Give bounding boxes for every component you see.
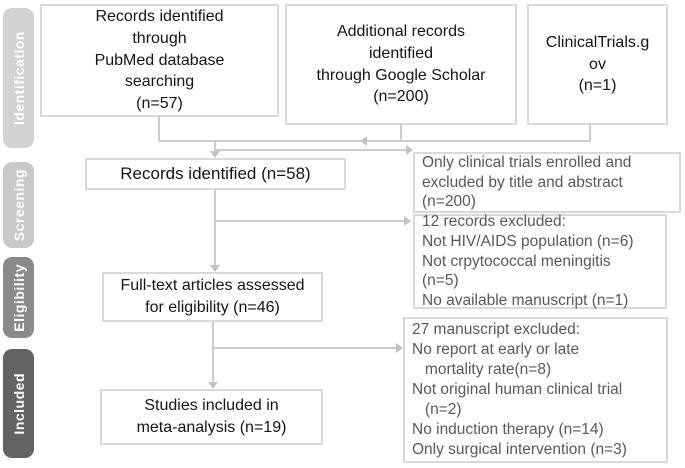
arrowhead-into-title-note-icon [406,145,413,155]
note-title-abstract-text: Only clinical trials enrolled and exclud… [422,153,632,211]
stage-identification-label: Identification [10,30,27,126]
arrowhead-into-12-excluded-icon [404,216,411,226]
connector-to-title-abstract-note [214,149,406,151]
box-fulltext-assessed: Full-text articles assessed for eligibil… [102,272,323,322]
connector-to-12-excluded-note [214,220,404,222]
arrowhead-into-studies-icon [208,382,218,389]
arrowhead-into-records-icon [210,151,220,158]
connector-drop-to-studies [212,322,214,383]
stage-screening: Screening [3,162,34,248]
arrowhead-into-27-excluded-icon [396,343,403,353]
stage-included: Included [3,349,34,458]
note-27-manuscripts-excluded-text: 27 manuscript excluded: No report at ear… [412,320,627,459]
connector-stub-clinicaltrials [589,124,591,142]
connector-stub-google [400,124,402,142]
box-google-scholar-records: Additional records identified through Go… [285,4,517,125]
connector-drop-to-fulltext [214,190,216,266]
note-27-manuscripts-excluded: 27 manuscript excluded: No report at ear… [403,317,668,463]
box-studies-included: Studies included in meta-analysis (n=19) [100,389,323,445]
note-12-records-excluded: 12 records excluded: Not HIV/AIDS popula… [413,212,667,310]
note-12-records-excluded-text: 12 records excluded: Not HIV/AIDS popula… [422,212,634,310]
arrowhead-into-fulltext-icon [210,265,220,272]
stage-identification: Identification [3,8,34,148]
note-title-abstract-exclusion: Only clinical trials enrolled and exclud… [413,152,681,213]
box-clinicaltrials-records: ClinicalTrials.g ov (n=1) [527,4,668,125]
stage-eligibility-label: Eligibility [10,263,27,332]
connector-stub-pubmed [158,116,160,142]
box-records-identified: Records identified (n=58) [85,158,346,190]
arrowhead-merge-left-icon [360,136,367,146]
connector-to-27-excluded-note [212,347,396,349]
connector-merge-line [158,140,591,142]
box-pubmed-records: Records identified through PubMed databa… [40,4,279,117]
connector-drop-to-records [214,140,216,153]
stage-eligibility: Eligibility [3,257,34,338]
stage-included-label: Included [10,372,27,435]
stage-screening-label: Screening [10,168,27,242]
